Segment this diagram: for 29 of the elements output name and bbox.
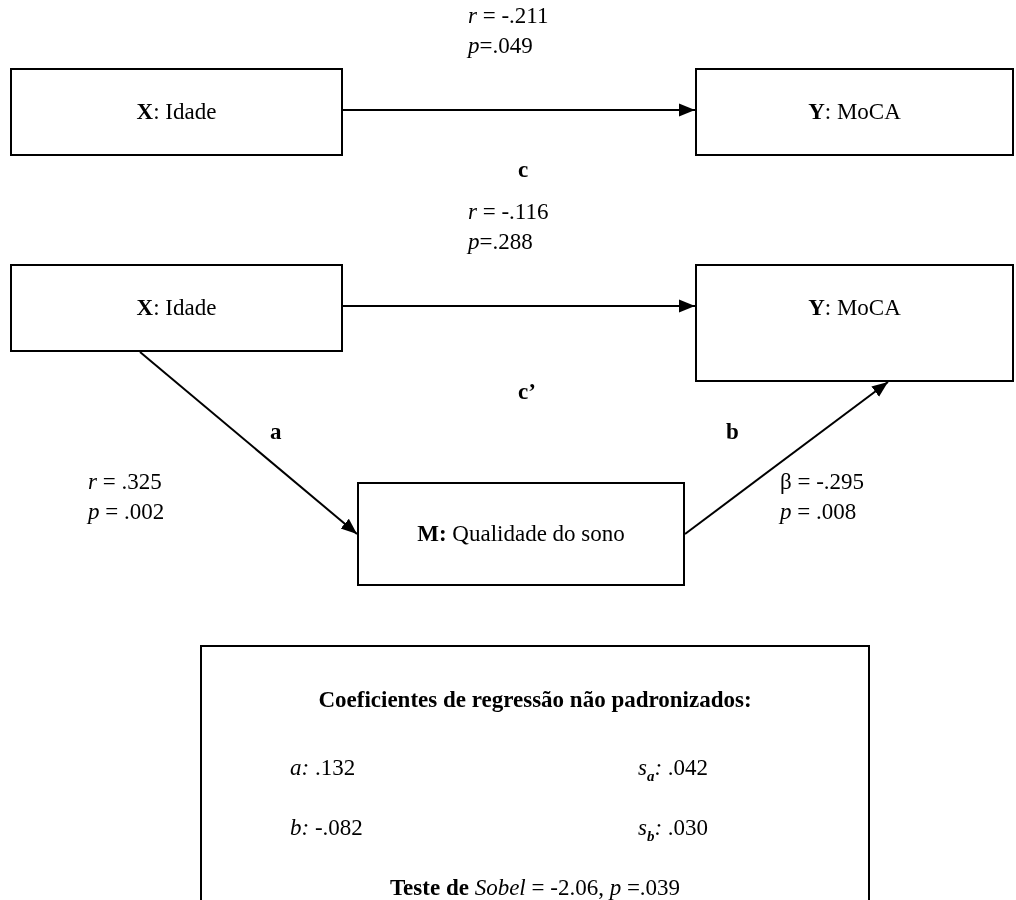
- coefficient-text: b: -.082: [290, 815, 363, 841]
- arrow: [139, 351, 358, 535]
- variable-box: [357, 482, 685, 586]
- variable-label: M: Qualidade do sono: [417, 521, 625, 547]
- variable-label: X: Idade: [136, 99, 217, 125]
- variable-label: X: Idade: [136, 295, 217, 321]
- panel-heading: Coeficientes de regressão não padronizados:: [317, 687, 753, 713]
- statistic-text: r = -.116: [468, 200, 549, 223]
- variable-box: [10, 264, 343, 352]
- arrow: [342, 299, 696, 313]
- variable-box: [695, 264, 1014, 382]
- coefficient-text: s$_{b}$: .030: [638, 815, 709, 845]
- variable-box: [695, 68, 1014, 156]
- statistic-text: p=.049: [468, 34, 533, 57]
- statistic-text: p=.288: [468, 230, 533, 253]
- variable-box: [10, 68, 343, 156]
- coefficient-text: a: .132: [290, 755, 356, 781]
- variable-label: Y: MoCA: [808, 295, 901, 321]
- statistic-text: r = .325: [88, 470, 162, 493]
- statistic-text: p = .008: [780, 500, 857, 523]
- results-panel: [200, 645, 870, 900]
- statistic-text: r = -.211: [468, 4, 549, 27]
- test-result: Teste de Sobel = -2.06, p =.039: [388, 875, 682, 900]
- arrow: [684, 381, 889, 535]
- statistic-text: p = .002: [88, 500, 165, 523]
- variable-label: Y: MoCA: [808, 99, 901, 125]
- arrow: [342, 103, 696, 117]
- statistic-text: β = -.295: [780, 470, 865, 493]
- coefficient-text: s$_{a}$: .042: [638, 755, 709, 785]
